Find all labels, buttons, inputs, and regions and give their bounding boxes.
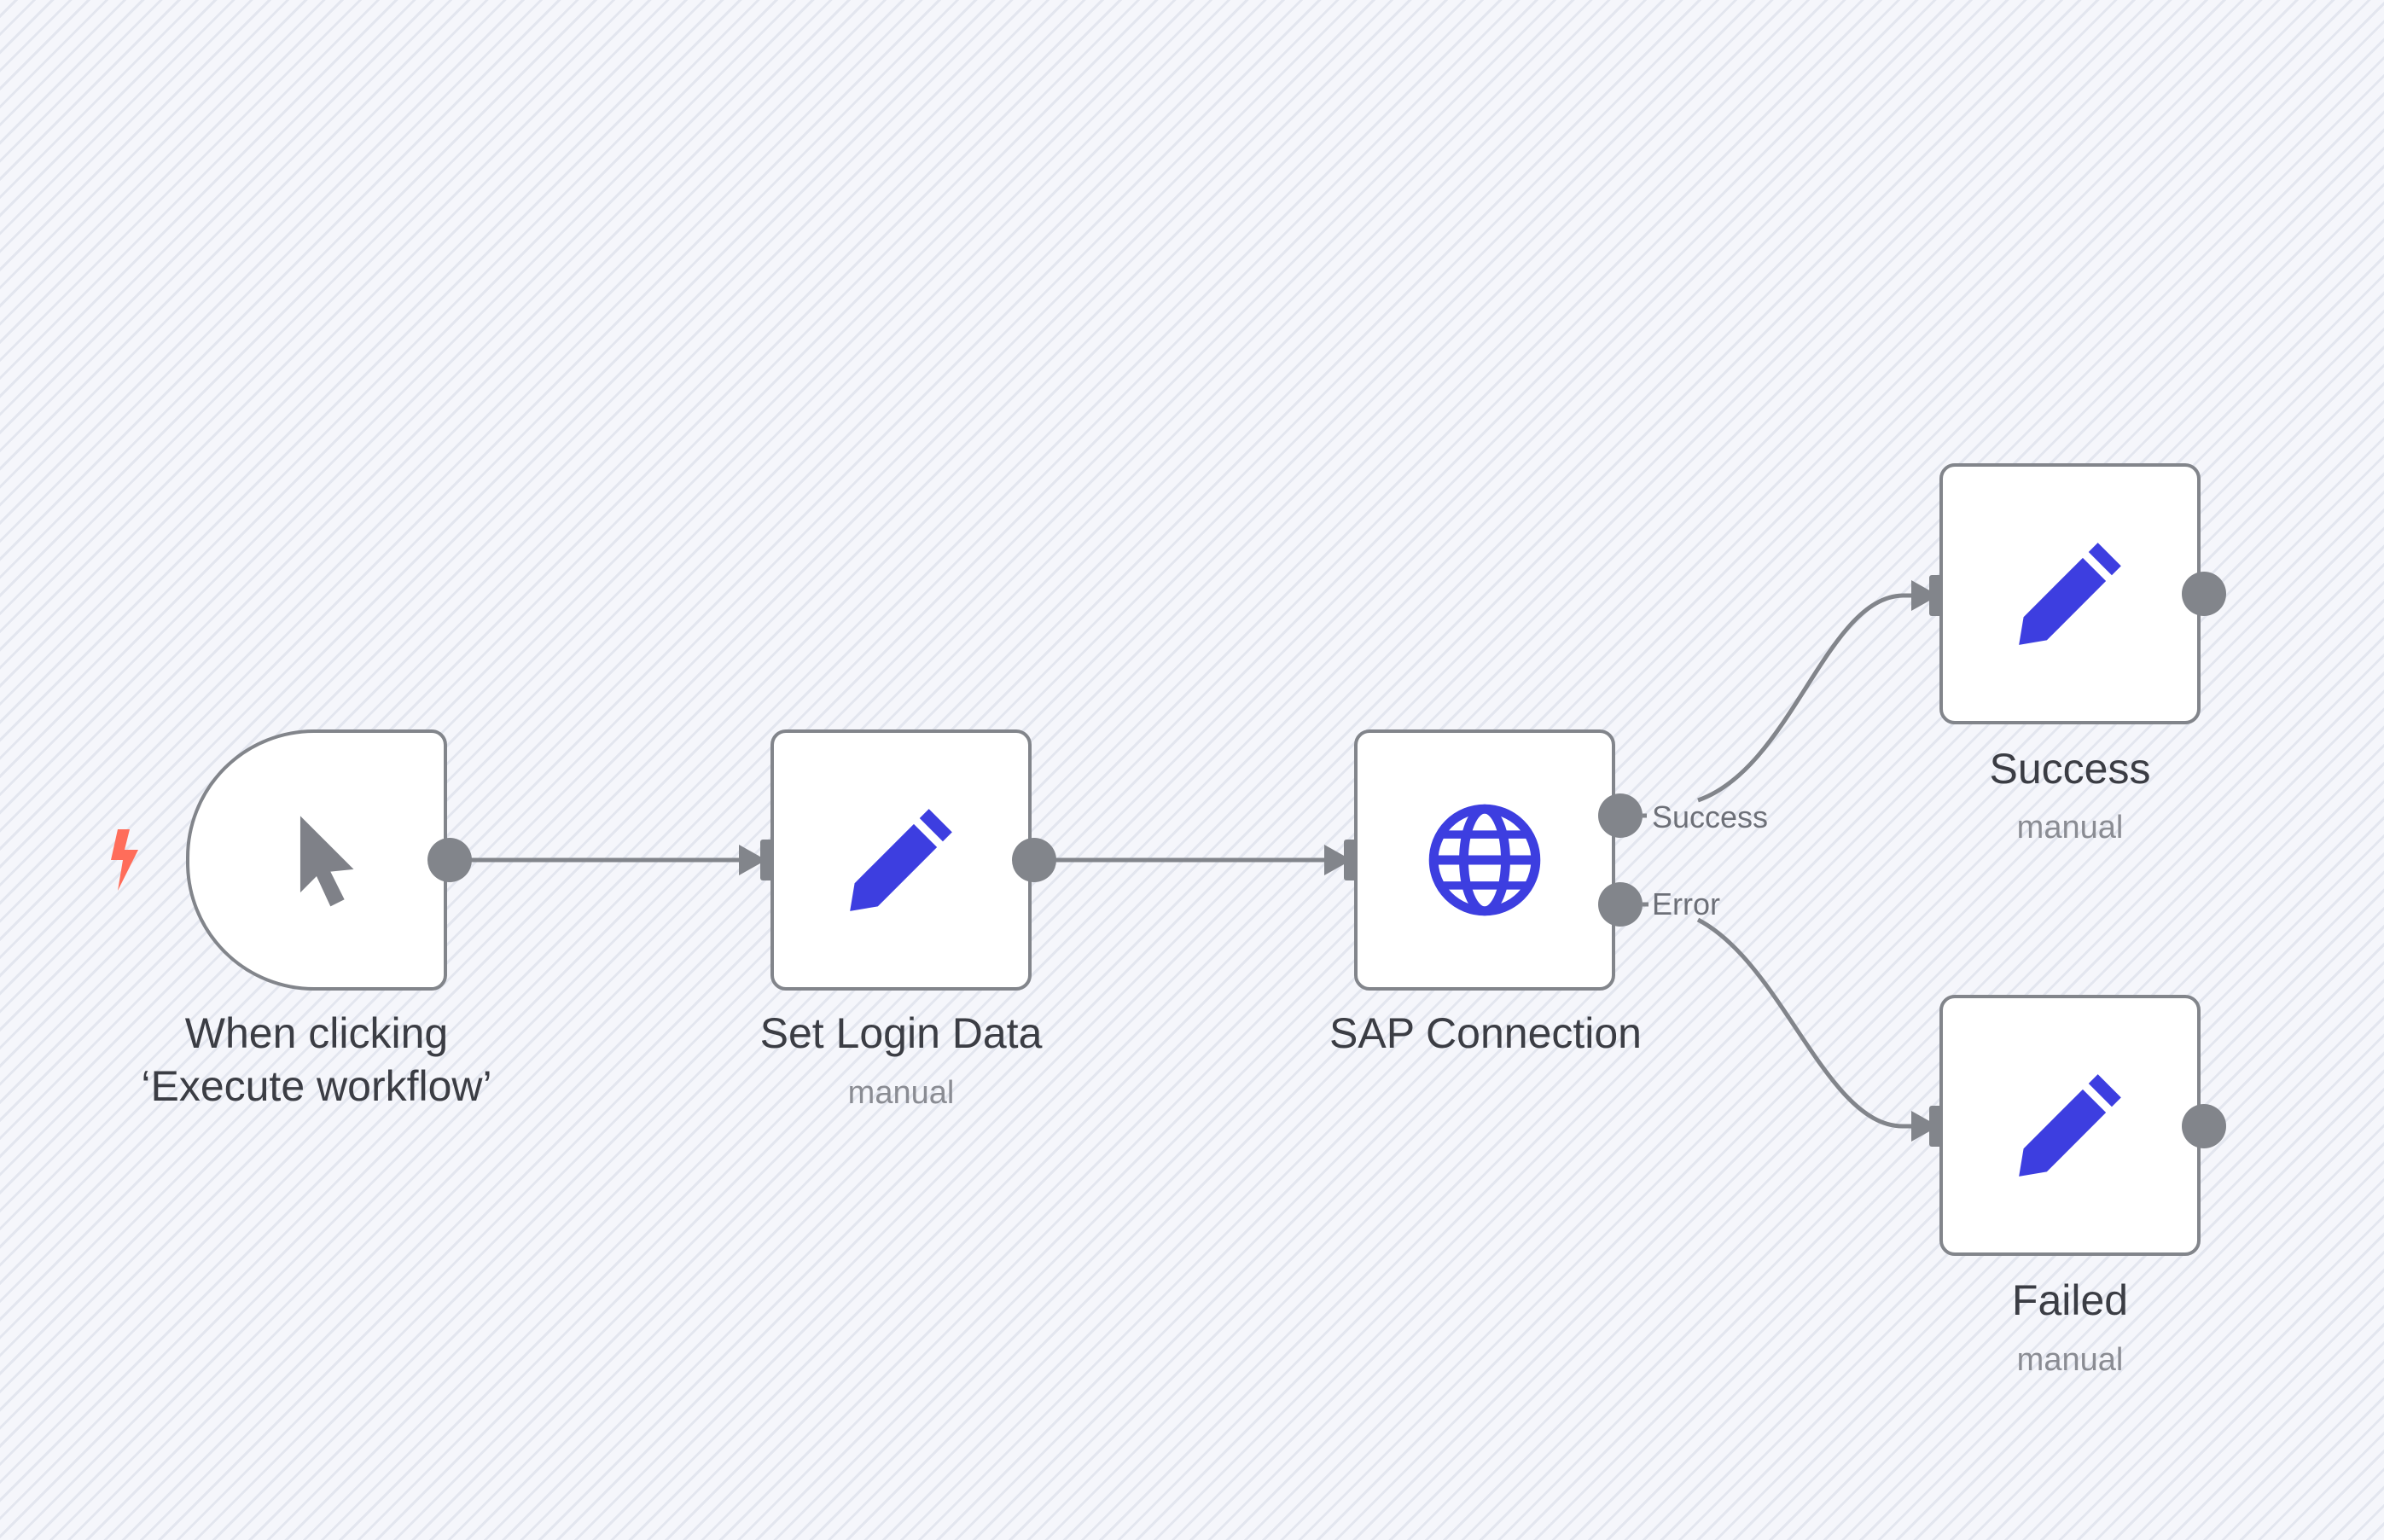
- trigger-bolt-icon: [111, 829, 138, 891]
- node-success[interactable]: [1939, 463, 2201, 724]
- cursor-icon: [299, 816, 354, 907]
- connection-sap-success-to-success[interactable]: [1643, 593, 1916, 818]
- connection-arrowhead: [739, 845, 766, 875]
- pencil-icon: [2019, 1074, 2121, 1177]
- pencil-icon: [2019, 543, 2121, 645]
- node-subtitle: manual: [2016, 1342, 2124, 1378]
- pencil-icon: [850, 809, 952, 911]
- node-title: Success: [1989, 745, 2151, 793]
- node-manual-trigger[interactable]: [186, 729, 447, 991]
- output-label-success: Success: [1652, 799, 1769, 834]
- node-sap-connection[interactable]: [1354, 729, 1615, 991]
- node-output-port[interactable]: [427, 838, 472, 882]
- node-output-port-error[interactable]: [1598, 882, 1643, 927]
- node-title: When clicking ‘Execute workflow’: [141, 1009, 492, 1110]
- node-output-port[interactable]: [1012, 838, 1056, 882]
- connection-arrowhead: [1911, 580, 1939, 611]
- node-title: Failed: [2011, 1276, 2129, 1324]
- node-output-port-success[interactable]: [1598, 793, 1643, 838]
- globe-icon: [1428, 804, 1541, 916]
- connection-sap-error-to-failed[interactable]: [1643, 902, 1916, 1129]
- output-label-error: Error: [1652, 886, 1720, 921]
- connection-arrowhead: [1911, 1111, 1939, 1142]
- node-subtitle: manual: [2016, 810, 2124, 846]
- node-title: Set Login Data: [759, 1009, 1043, 1057]
- node-set-login-data[interactable]: [770, 729, 1032, 991]
- node-output-port[interactable]: [2182, 572, 2226, 616]
- node-subtitle: manual: [847, 1075, 955, 1111]
- node-output-port[interactable]: [2182, 1104, 2226, 1148]
- connection-arrowhead: [1324, 845, 1352, 875]
- node-title: SAP Connection: [1329, 1009, 1642, 1057]
- node-failed[interactable]: [1939, 995, 2201, 1256]
